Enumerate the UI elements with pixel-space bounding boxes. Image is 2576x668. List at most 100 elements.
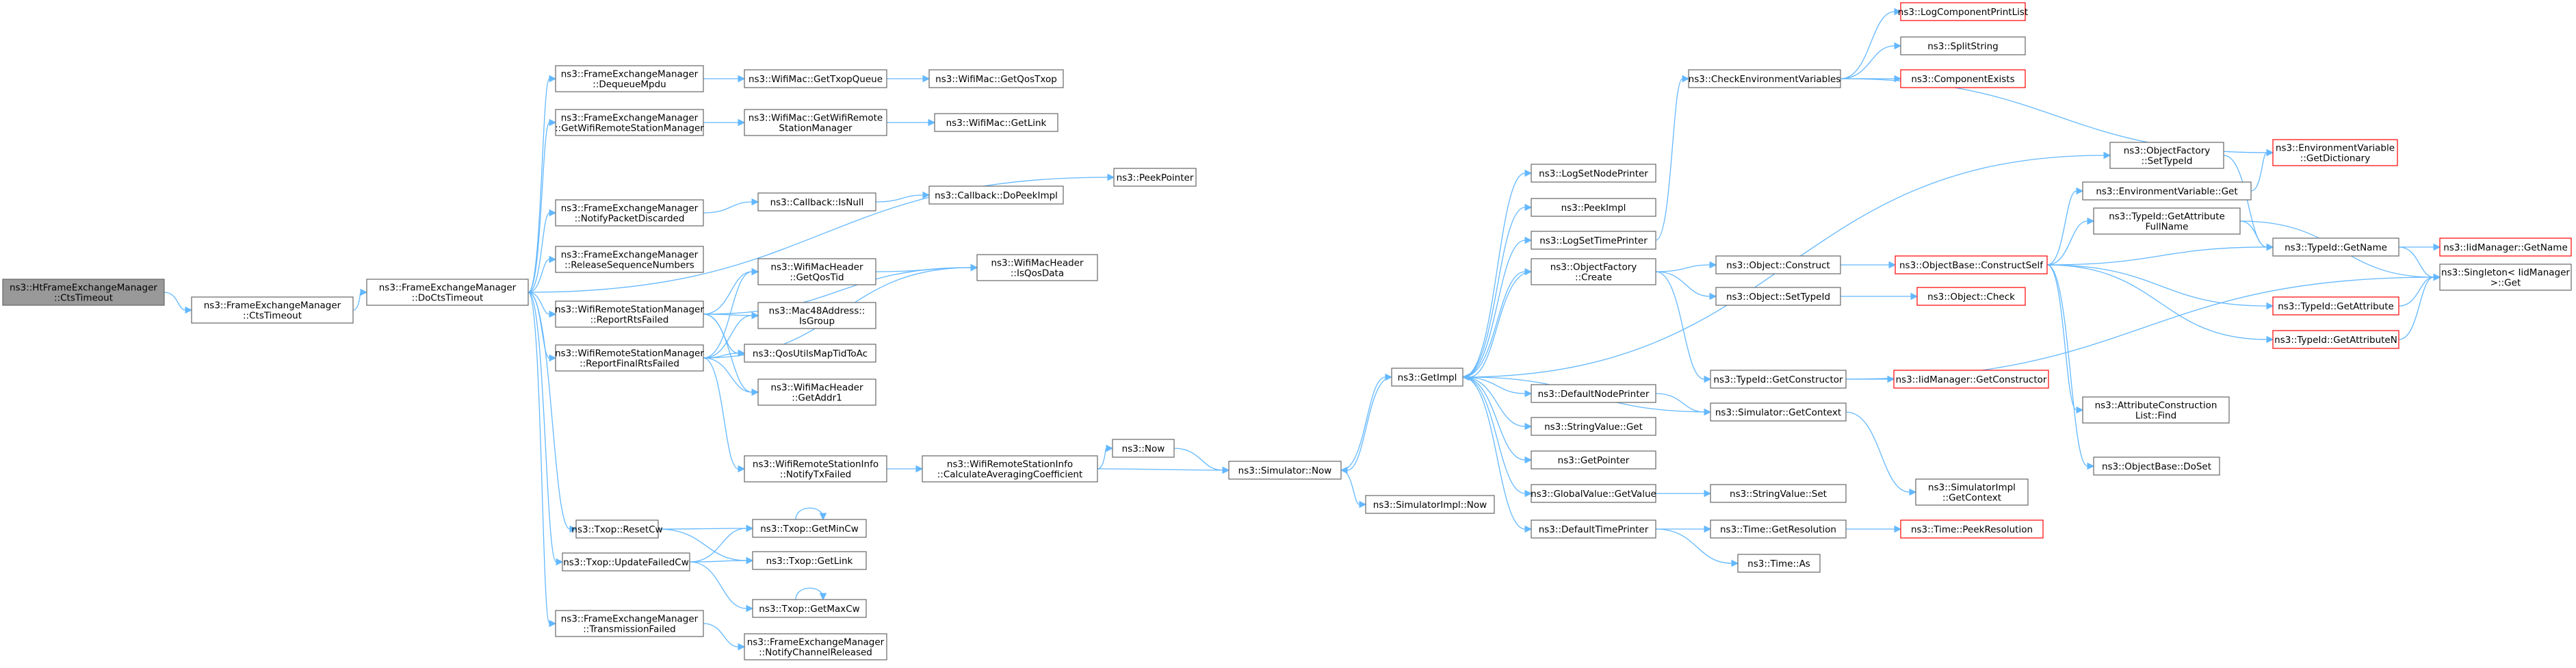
- function-node[interactable]: ns3::Now: [1112, 439, 1175, 458]
- node-label: ::ReleaseSequenceNumbers: [564, 260, 694, 271]
- call-edge: [1656, 525, 1712, 533]
- function-node[interactable]: ns3::LogSetTimePrinter: [1531, 231, 1656, 250]
- arrow-head: [2103, 151, 2111, 159]
- function-node[interactable]: ns3::ObjectBase::DoSet: [2093, 457, 2220, 476]
- node-box: [1365, 495, 1495, 514]
- function-node[interactable]: ns3::SplitString: [1900, 36, 2026, 55]
- function-node[interactable]: ns3::Singleton< IidManager>::Get: [2439, 264, 2572, 291]
- function-node[interactable]: ns3::Simulator::GetContext: [1710, 402, 1847, 422]
- function-node[interactable]: ns3::QosUtilsMapTidToAc: [744, 344, 876, 363]
- function-node[interactable]: ns3::StringValue::Set: [1710, 484, 1847, 503]
- function-node[interactable]: ns3::Object::SetTypeId: [1715, 287, 1841, 306]
- function-node[interactable]: ns3::FrameExchangeManager::NotifyPacketD…: [555, 199, 704, 227]
- node-label: ns3::TypeId::GetAttribute: [2109, 211, 2225, 222]
- function-node[interactable]: ns3::Txop::GetMaxCw: [752, 599, 867, 618]
- function-node[interactable]: ns3::WifiMac::GetWifiRemoteStationManage…: [744, 109, 887, 136]
- function-node[interactable]: ns3::Txop::UpdateFailedCw: [562, 552, 690, 571]
- function-node[interactable]: ns3::ObjectFactory::Create: [1531, 258, 1656, 285]
- call-edge: [795, 507, 827, 521]
- function-node[interactable]: ns3::ComponentExists: [1900, 69, 2026, 88]
- function-node[interactable]: ns3::CheckEnvironmentVariables: [1688, 69, 1841, 88]
- function-node[interactable]: ns3::GetImpl: [1391, 368, 1463, 387]
- edge-line: [658, 528, 747, 561]
- function-node[interactable]: ns3::TypeId::GetAttribute: [2272, 296, 2399, 316]
- node-label: ::CalculateAveragingCoefficient: [937, 470, 1083, 480]
- function-node[interactable]: ns3::WifiRemoteStationManager::ReportRts…: [555, 300, 704, 328]
- function-node[interactable]: ns3::WifiMacHeader::GetQosTid: [757, 258, 876, 285]
- function-node[interactable]: ns3::TypeId::GetName: [2272, 237, 2399, 257]
- call-edge: [2250, 149, 2274, 192]
- node-label: ns3::WifiRemoteStationInfo: [947, 459, 1073, 470]
- function-node[interactable]: ns3::TypeId::GetConstructor: [1710, 370, 1847, 389]
- function-node[interactable]: ns3::FrameExchangeManager::DoCtsTimeout: [366, 279, 529, 306]
- function-node[interactable]: ns3::SimulatorImpl::Now: [1365, 495, 1495, 514]
- function-node[interactable]: ns3::Callback::DoPeekImpl: [928, 185, 1064, 205]
- function-node[interactable]: ns3::Callback::IsNull: [757, 192, 876, 211]
- function-node[interactable]: ns3::WifiMac::GetTxopQueue: [744, 69, 887, 88]
- node-box: [1531, 519, 1656, 539]
- function-node[interactable]: ns3::ObjectFactory::SetTypeId: [2109, 142, 2224, 169]
- function-node[interactable]: ns3::Txop::GetMinCw: [752, 519, 867, 538]
- function-node[interactable]: ns3::DefaultNodePrinter: [1531, 384, 1656, 403]
- edge-line: [528, 292, 550, 359]
- function-node[interactable]: ns3::DefaultTimePrinter: [1531, 519, 1656, 539]
- call-edge: [689, 556, 754, 565]
- function-node[interactable]: ns3::PeekPointer: [1113, 168, 1197, 187]
- function-node[interactable]: ns3::GetPointer: [1531, 450, 1656, 470]
- function-node[interactable]: ns3::FrameExchangeManager::GetWifiRemote…: [555, 109, 704, 136]
- call-edge: [703, 75, 746, 83]
- function-node[interactable]: ns3::WifiRemoteStationInfo::NotifyTxFail…: [744, 455, 887, 483]
- function-node[interactable]: ns3::GlobalValue::GetValue: [1531, 484, 1656, 503]
- call-edge: [886, 465, 924, 473]
- call-edge: [1462, 376, 1533, 498]
- function-node[interactable]: ns3::FrameExchangeManager::CtsTimeout: [191, 296, 354, 324]
- function-node[interactable]: ns3::Object::Construct: [1715, 255, 1841, 274]
- function-node[interactable]: ns3::Simulator::Now: [1228, 461, 1342, 480]
- function-node[interactable]: ns3::SimulatorImpl::GetContext: [1915, 478, 2029, 506]
- function-node[interactable]: ns3::EnvironmentVariable::GetDictionary: [2272, 139, 2398, 166]
- node-box: [1900, 36, 2026, 55]
- edge-line: [1462, 376, 1526, 530]
- function-node[interactable]: ns3::Time::GetResolution: [1710, 519, 1847, 539]
- arrow-head: [1461, 373, 1470, 381]
- function-node[interactable]: ns3::WifiMac::GetLink: [934, 113, 1058, 132]
- function-node[interactable]: ns3::LogComponentPrintList: [1898, 2, 2028, 21]
- function-node[interactable]: ns3::HtFrameExchangeManager::CtsTimeout: [2, 279, 165, 306]
- function-node[interactable]: ns3::FrameExchangeManager::DequeueMpdu: [555, 65, 704, 92]
- node-label: ::GetWifiRemoteStationManager: [555, 123, 704, 134]
- function-node[interactable]: ns3::WifiRemoteStationManager::ReportFin…: [555, 344, 704, 372]
- function-node[interactable]: ns3::PeekImpl: [1531, 198, 1656, 217]
- function-node[interactable]: ns3::StringValue::Get: [1531, 417, 1656, 436]
- node-label: ns3::LogSetTimePrinter: [1539, 235, 1648, 246]
- edge-line: [703, 271, 753, 359]
- function-node[interactable]: ns3::FrameExchangeManager::NotifyChannel…: [744, 633, 887, 660]
- function-node[interactable]: ns3::FrameExchangeManager::TransmissionF…: [555, 610, 704, 637]
- function-node[interactable]: ns3::Txop::GetLink: [752, 551, 867, 570]
- call-edge: [2399, 243, 2441, 251]
- function-node[interactable]: ns3::FrameExchangeManager::ReleaseSequen…: [555, 246, 704, 273]
- function-node[interactable]: ns3::EnvironmentVariable::Get: [2082, 181, 2252, 201]
- node-label: ns3::Time::PeekResolution: [1911, 524, 2033, 535]
- function-node[interactable]: ns3::IidManager::GetName: [2439, 237, 2572, 257]
- function-node[interactable]: ns3::WifiMacHeader::GetAddr1: [757, 378, 876, 406]
- function-node[interactable]: ns3::WifiRemoteStationInfo::CalculateAve…: [922, 455, 1098, 483]
- function-node[interactable]: ns3::LogSetNodePrinter: [1531, 164, 1656, 183]
- function-node[interactable]: ns3::TypeId::GetAttributeN: [2272, 330, 2399, 349]
- arrow-head: [1524, 456, 1533, 464]
- function-node[interactable]: ns3::Object::Check: [1916, 287, 2026, 306]
- call-edge: [528, 292, 557, 318]
- function-node[interactable]: ns3::IidManager::GetConstructor: [1893, 370, 2049, 389]
- function-node[interactable]: ns3::ObjectBase::ConstructSelf: [1895, 255, 2048, 274]
- function-node[interactable]: ns3::Txop::ResetCw: [571, 519, 663, 539]
- node-label: ::GetQosTid: [790, 272, 844, 283]
- function-node[interactable]: ns3::WifiMacHeader::IsQosData: [976, 254, 1098, 281]
- function-node[interactable]: ns3::Mac48Address::IsGroup: [757, 302, 876, 329]
- node-box: [757, 378, 876, 406]
- function-node[interactable]: ns3::Time::PeekResolution: [1900, 519, 2044, 539]
- function-node[interactable]: ns3::WifiMac::GetQosTxop: [928, 69, 1064, 88]
- edge-line: [1462, 376, 1526, 427]
- node-label: ns3::FrameExchangeManager: [561, 250, 699, 261]
- function-node[interactable]: ns3::Time::As: [1737, 554, 1821, 573]
